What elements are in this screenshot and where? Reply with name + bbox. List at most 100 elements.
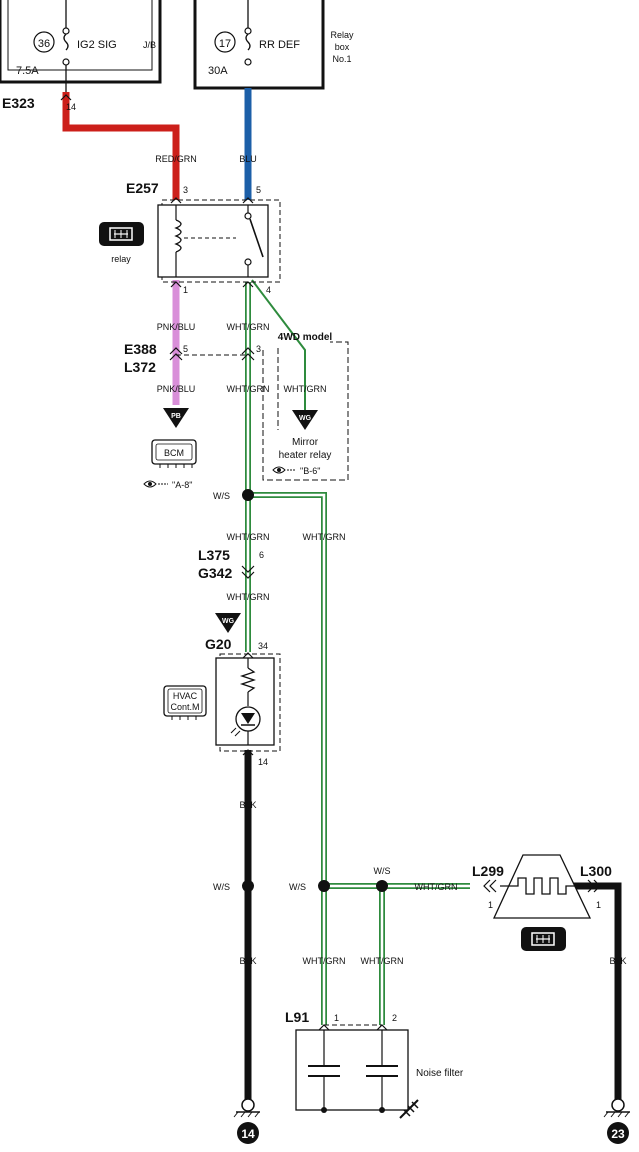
noise-filter: L91 1 2 Noise filter [285,1009,464,1113]
splice-label-1: W/S [213,491,230,501]
bcm-module: BCM [151,439,197,468]
l300-pin: 1 [596,900,601,910]
e388-pin-5: 5 [183,344,188,354]
connector-e388-l372: E388 L372 5 3 [124,341,261,375]
splice-label-2: W/S [213,882,230,892]
hvac-module-icon: HVAC Cont.M [163,685,207,720]
pb-tag: PB [163,408,189,428]
mirror-reference: "B-6" [300,466,320,476]
wire-label-wht-grn-6: WHT/GRN [227,592,270,602]
splice-label-3: W/S [289,882,306,892]
eye-reference-icon [143,480,168,488]
wire-label-blk-1: BLK [239,800,256,810]
fuse-number: 36 [38,38,50,50]
splice-4 [376,880,388,892]
fuse-rating: 30A [208,65,228,77]
wire-label-blk-2: BLK [239,956,256,966]
relay-label: relay [111,254,131,264]
wire-label-wht-grn-7: WHT/GRN [415,882,458,892]
wire-label-pnk-blu-2: PNK/BLU [157,384,196,394]
wire-label-wht-grn-8: WHT/GRN [303,956,346,966]
wg-tag-hvac: WG [215,613,241,633]
relay-box-label-1: Relay [330,30,354,40]
l91-pin-2: 2 [392,1013,397,1023]
wire-label-wht-grn-2: WHT/GRN [227,384,270,394]
splice-1 [242,489,254,501]
ground-point-right: 23 [603,1098,630,1144]
l299-pin: 1 [488,900,493,910]
e388-pin-3: 3 [256,344,261,354]
e323-arrow [60,94,72,101]
wire-label-pnk-blu-1: PNK/BLU [157,322,196,332]
wht-grn-wire-mirror [251,279,306,410]
e257-pin-4: 4 [266,285,271,295]
g20-pin-34: 34 [258,641,268,651]
mirror-label-2: heater relay [279,450,332,461]
wire-label-wht-grn-9: WHT/GRN [361,956,404,966]
red-grn-wire [62,92,180,200]
l372-code: L372 [124,359,156,375]
e257-pin-5: 5 [256,185,261,195]
junction-block-label: J/B [143,40,156,50]
fuse-number: 17 [219,38,231,50]
svg-text:WG: WG [222,618,235,625]
rear-defogger-element: L299 1 L300 1 [472,854,612,919]
ground-number-left: 14 [241,1127,255,1141]
rear-defogger-icon-2 [521,927,566,951]
l91-code: L91 [285,1009,309,1025]
connector-l375-g342: L375 G342 6 [198,547,264,581]
wire-label-wht-grn-1: WHT/GRN [227,322,270,332]
wire-label-wht-grn-4: WHT/GRN [227,532,270,542]
splice-2 [242,880,254,892]
hvac-label-1: HVAC [173,691,198,701]
wire-label-wht-grn-5: WHT/GRN [303,532,346,542]
relay-box-label-2: box [335,42,350,52]
svg-text:WG: WG [299,415,312,422]
splice-label-4: W/S [374,866,391,876]
relay-box-label-3: No.1 [332,54,351,64]
rear-defogger-icon [99,222,144,246]
e388-code: E388 [124,341,157,357]
bcm-reference: "A-8" [172,480,192,490]
e257-code: E257 [126,180,159,196]
wire-label-blu: BLU [239,154,257,164]
g20-code: G20 [205,636,232,652]
fuse-number-circle [214,31,236,53]
bcm-label: BCM [164,448,184,458]
ground-symbol-filter [399,1099,419,1119]
e257-pin-1: 1 [183,285,188,295]
wire-label-blk-3: BLK [609,956,626,966]
fuse-block-left: 36 IG2 SIG 7.5A J/B [0,0,162,95]
e257-pin-3: 3 [183,185,188,195]
l300-code: L300 [580,863,612,879]
l375-code: L375 [198,547,230,563]
model-note: 4WD model [278,332,333,343]
ground-point-left: 14 [233,1098,260,1144]
g342-code: G342 [198,565,232,581]
e323-code: E323 [2,95,35,111]
fuse-name: RR DEF [259,39,300,51]
mirror-label-1: Mirror [292,437,319,448]
hvac-label-2: Cont.M [170,702,199,712]
l91-pin-1: 1 [334,1013,339,1023]
fuse-name: IG2 SIG [77,39,117,51]
wg-tag-mirror: WG [292,410,318,430]
relay-e257: E257 3 5 1 4 [126,180,281,295]
mirror-heater-relay-group: 4WD model WHT/GRN WG Mirror heater relay… [262,332,349,481]
ground-number-right: 23 [611,1127,625,1141]
wire-label-red-grn: RED/GRN [155,154,197,164]
g20-pin-14: 14 [258,757,268,767]
fuse-rating: 7.5A [16,65,39,77]
svg-text:PB: PB [171,413,181,420]
e323-pin: 14 [66,102,76,112]
splice-3 [318,880,330,892]
wire-label-wht-grn-3: WHT/GRN [284,384,327,394]
wht-grn-wire-long [248,492,470,1025]
noise-filter-label: Noise filter [416,1068,464,1079]
hvac-control-module: G20 34 14 [205,636,281,767]
fuse-number-circle [33,31,55,53]
l375-pin: 6 [259,550,264,560]
l299-code: L299 [472,863,504,879]
fuse-block-right: 17 RR DEF 30A Relay box No.1 [193,0,354,90]
